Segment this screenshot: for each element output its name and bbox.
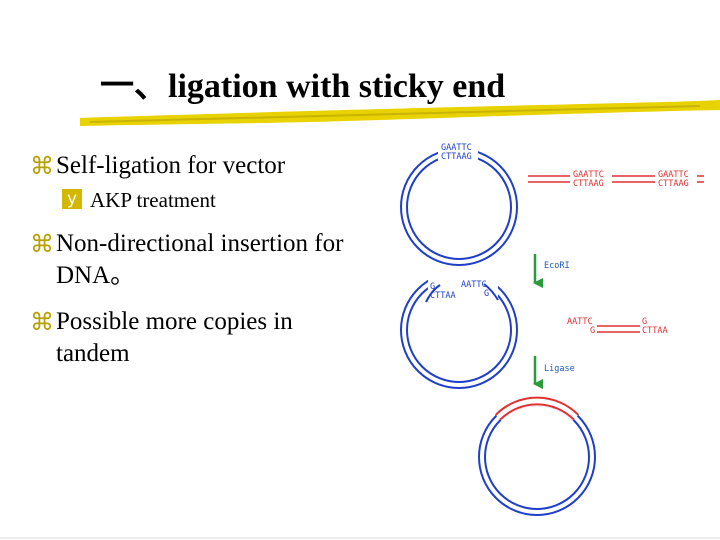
- ecori-arrow: EcoRI: [533, 254, 570, 288]
- vector-site-top: GAATTC: [441, 143, 472, 153]
- page-title: 一、ligation with sticky end: [100, 68, 506, 105]
- bullet-text: Self-ligation for vector: [56, 152, 286, 179]
- vector-plasmid: GAATTC CTTAAG: [400, 140, 518, 266]
- cut-vector-left-top: G: [430, 282, 435, 292]
- bullet-list: ⌘ Self-ligation for vector y AKP treatme…: [30, 150, 370, 374]
- cut-vector-left-bottom: CTTAA: [430, 291, 456, 301]
- sub-bullet-akp: y AKP treatment: [30, 186, 370, 214]
- ligase-label: Ligase: [544, 364, 575, 374]
- command-icon: ⌘: [30, 152, 54, 180]
- bullet-self-ligation: ⌘ Self-ligation for vector: [30, 150, 370, 182]
- insert-site-top-left: GAATTC: [573, 170, 604, 180]
- insert-fragment: GAATTC CTTAAG GAATTC CTTAAG: [528, 170, 704, 189]
- cut-vector-right-bottom: G: [484, 289, 489, 299]
- cut-insert-right-top: G: [642, 317, 647, 327]
- recombinant-plasmid: [478, 390, 596, 516]
- cut-insert-left-bottom: G: [590, 326, 595, 336]
- checkbox-y-icon: y: [62, 189, 82, 209]
- vector-site-bottom: CTTAAG: [441, 152, 472, 162]
- bullet-text: Non-directional insertion for DNA。: [56, 230, 344, 289]
- cut-insert-left-top: AATTC: [567, 317, 593, 327]
- sub-bullet-text: AKP treatment: [90, 188, 216, 212]
- insert-site-bottom-right: CTTAAG: [658, 179, 689, 189]
- bullet-non-directional: ⌘ Non-directional insertion for DNA。: [30, 228, 370, 292]
- title-underline: [80, 100, 720, 126]
- cut-insert-right-bottom: CTTAA: [642, 326, 668, 336]
- cut-insert-fragment: AATTC G G CTTAA: [565, 316, 676, 336]
- command-icon: ⌘: [30, 308, 54, 336]
- bullet-text: Possible more copies in tandem: [56, 308, 293, 367]
- command-icon: ⌘: [30, 230, 54, 258]
- cut-vector-right-top: AATTC: [461, 280, 487, 290]
- insert-site-top-right: GAATTC: [658, 170, 689, 180]
- ecori-label: EcoRI: [544, 261, 570, 271]
- bullet-tandem-copies: ⌘ Possible more copies in tandem: [30, 306, 370, 370]
- cut-vector-plasmid: G CTTAA AATTC G: [400, 266, 518, 389]
- ligase-arrow: Ligase: [533, 356, 575, 389]
- insert-site-bottom-left: CTTAAG: [573, 179, 604, 189]
